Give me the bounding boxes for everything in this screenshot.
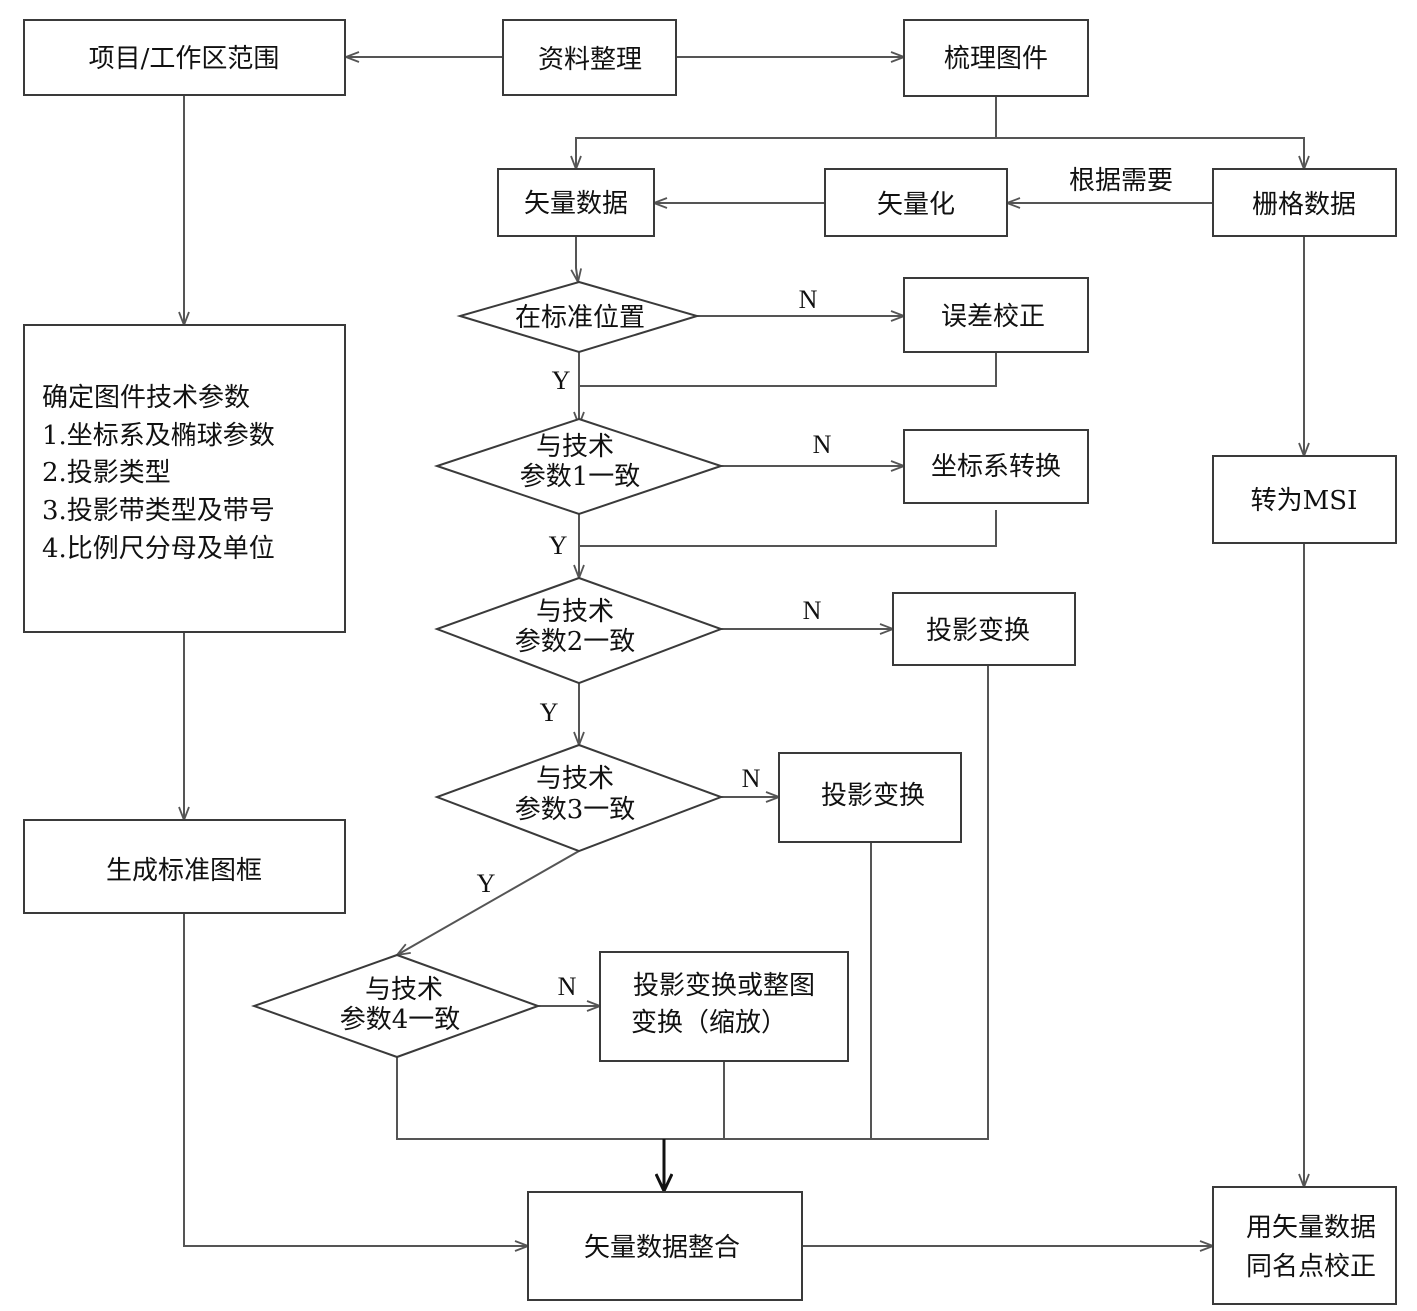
line-coord-return bbox=[579, 510, 997, 547]
proj-or-scale-line-1: 投影变换或整图 bbox=[633, 971, 815, 1001]
decision-std-position: 在标准位置 bbox=[456, 280, 701, 354]
to-msi-label: 转为MSI bbox=[1251, 486, 1358, 516]
vector-data-label: 矢量数据 bbox=[524, 189, 628, 219]
std-position-label: 在标准位置 bbox=[515, 303, 645, 333]
line-split bbox=[575, 137, 1305, 168]
tech-param-item-2: 2.投影类型 bbox=[42, 458, 171, 488]
data-organize-label: 资料整理 bbox=[538, 45, 642, 75]
yes-label-3: Y bbox=[477, 869, 496, 898]
node-sort-maps: 梳理图件 bbox=[903, 19, 1089, 97]
decision-check-3: 与技术 参数3一致 bbox=[434, 743, 724, 853]
no-label-2: N bbox=[803, 596, 822, 625]
arrow-frame-to-integrate bbox=[183, 913, 528, 1246]
yes-label-2: Y bbox=[540, 698, 559, 727]
coord-transform-label: 坐标系转换 bbox=[931, 452, 1061, 482]
check3-line-1: 与技术 bbox=[536, 764, 614, 794]
node-to-msi: 转为MSI bbox=[1212, 455, 1397, 544]
decision-check-2: 与技术 参数2一致 bbox=[434, 576, 724, 685]
yes-label-0: Y bbox=[552, 366, 571, 395]
node-coord-transform: 坐标系转换 bbox=[903, 429, 1089, 504]
node-vector-correct: 用矢量数据 同名点校正 bbox=[1212, 1186, 1397, 1305]
line-error-return bbox=[579, 352, 997, 387]
node-raster-data: 栅格数据 bbox=[1212, 168, 1397, 237]
no-label-0: N bbox=[799, 285, 818, 314]
yes-label-1: Y bbox=[549, 531, 568, 560]
sort-maps-label: 梳理图件 bbox=[944, 44, 1048, 74]
check2-line-1: 与技术 bbox=[536, 597, 614, 627]
node-project-scope: 项目/工作区范围 bbox=[23, 19, 346, 96]
raster-data-label: 栅格数据 bbox=[1252, 190, 1356, 220]
node-gen-frame: 生成标准图框 bbox=[23, 819, 346, 914]
tech-param-item-1: 1.坐标系及椭球参数 bbox=[42, 421, 275, 451]
decision-check-1: 与技术 参数1一致 bbox=[433, 417, 725, 516]
node-tech-params: 确定图件技术参数 1.坐标系及椭球参数 2.投影类型 3.投影带类型及带号 4.… bbox=[23, 324, 346, 633]
integrate-label: 矢量数据整合 bbox=[584, 1233, 740, 1263]
arrow-vector-to-check0 bbox=[576, 236, 578, 282]
no-label-3: N bbox=[742, 764, 761, 793]
node-error-correct: 误差校正 bbox=[903, 277, 1089, 353]
decision-check-4: 与技术 参数4一致 bbox=[251, 953, 541, 1059]
connectors bbox=[184, 57, 1304, 1246]
check3-line-2: 参数3一致 bbox=[515, 795, 636, 825]
check2-line-2: 参数2一致 bbox=[515, 627, 636, 657]
check4-line-2: 参数4一致 bbox=[340, 1005, 461, 1035]
no-label-4: N bbox=[558, 972, 577, 1001]
vector-correct-line-2: 同名点校正 bbox=[1246, 1252, 1376, 1282]
proj-transform-a-label: 投影变换 bbox=[926, 616, 1030, 646]
check1-line-1: 与技术 bbox=[536, 432, 614, 462]
node-vector-data: 矢量数据 bbox=[497, 168, 655, 237]
error-correct-label: 误差校正 bbox=[941, 302, 1045, 332]
vectorize-label: 矢量化 bbox=[877, 190, 955, 220]
tech-params-title: 确定图件技术参数 bbox=[42, 383, 250, 413]
project-scope-label: 项目/工作区范围 bbox=[89, 44, 280, 74]
node-proj-or-scale: 投影变换或整图 变换（缩放） bbox=[599, 951, 849, 1062]
node-proj-transform-b: 投影变换 bbox=[778, 752, 962, 843]
arrow-check3-yes bbox=[397, 850, 580, 955]
check4-line-1: 与技术 bbox=[365, 975, 443, 1005]
node-integrate: 矢量数据整合 bbox=[527, 1191, 803, 1301]
tech-param-item-3: 3.投影带类型及带号 bbox=[42, 496, 275, 526]
line-merge-bus bbox=[396, 665, 989, 1140]
node-data-organize: 资料整理 bbox=[502, 19, 677, 96]
no-label-1: N bbox=[813, 430, 832, 459]
gen-frame-label: 生成标准图框 bbox=[106, 856, 262, 886]
check1-line-2: 参数1一致 bbox=[520, 462, 641, 492]
tech-param-item-4: 4.比例尺分母及单位 bbox=[42, 534, 275, 564]
as-needed-label: 根据需要 bbox=[1069, 166, 1173, 196]
proj-transform-b-label: 投影变换 bbox=[821, 781, 925, 811]
proj-or-scale-line-2: 变换（缩放） bbox=[631, 1008, 787, 1038]
vector-correct-line-1: 用矢量数据 bbox=[1246, 1213, 1376, 1243]
node-vectorize: 矢量化 bbox=[824, 168, 1008, 237]
node-proj-transform-a: 投影变换 bbox=[892, 592, 1076, 666]
